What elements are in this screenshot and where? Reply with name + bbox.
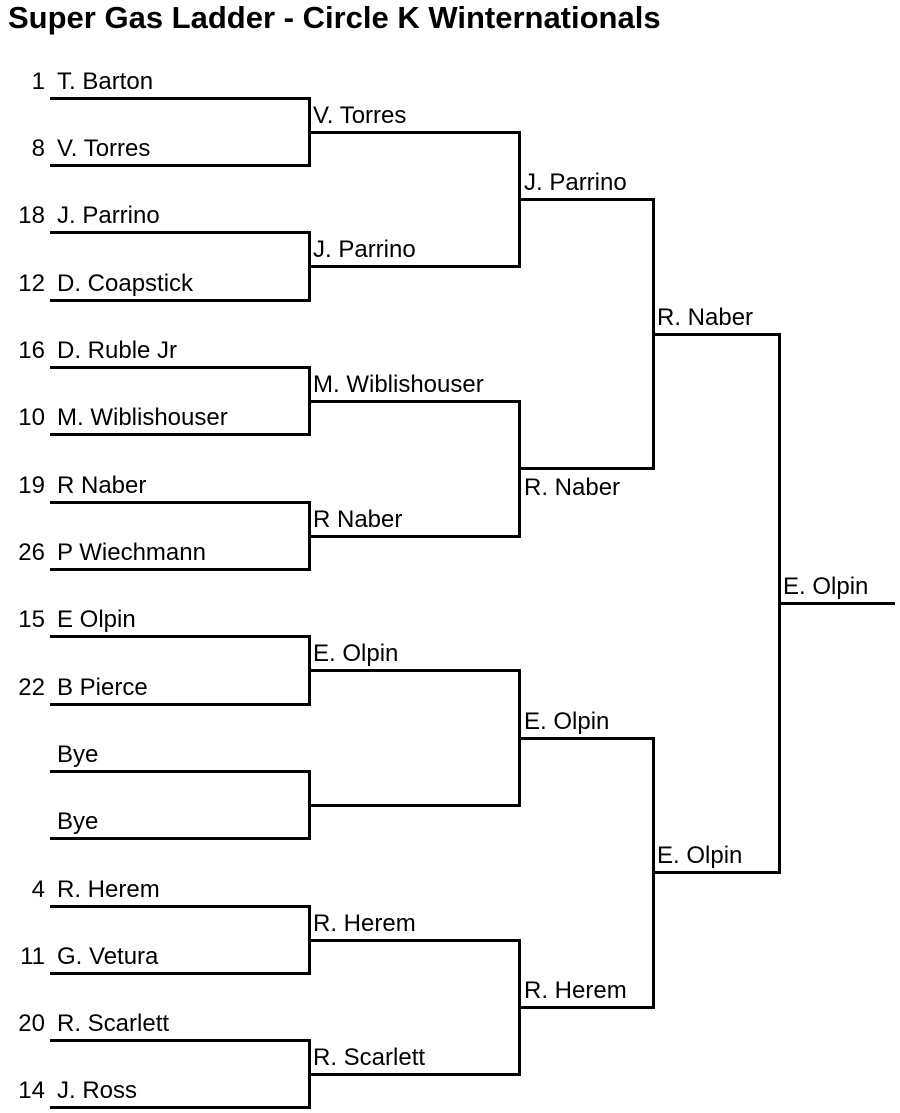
entrant-name: Bye: [57, 741, 99, 768]
winner-line: [652, 332, 778, 336]
entrant-seed: 22: [18, 674, 45, 701]
entrant-line: [50, 433, 308, 436]
entrant-seed: 1: [31, 68, 45, 95]
entrant-name: D. Ruble Jr: [57, 337, 178, 364]
round2-winner: J. Parrino: [313, 236, 416, 263]
winner-line: [518, 198, 652, 201]
entrant-name: G. Vetura: [57, 943, 159, 970]
semifinal-winner: R. Naber: [657, 303, 754, 331]
winner-line: [308, 938, 518, 942]
entrant-line: [50, 905, 308, 908]
semifinal-winner: E. Olpin: [657, 842, 743, 869]
round2-winner: R. Herem: [313, 909, 416, 937]
entrant-seed: 15: [18, 606, 45, 633]
entrant-name: R Naber: [57, 472, 147, 499]
round3-winner: J. Parrino: [524, 169, 627, 196]
entrant-name: R. Herem: [57, 876, 160, 903]
entrant-name: T. Barton: [57, 68, 154, 95]
entrant-line: [50, 635, 308, 638]
round2-winner: R. Scarlett: [313, 1043, 426, 1071]
entrant-name: Bye: [57, 808, 99, 835]
round3-winner: R. Naber: [524, 474, 621, 501]
entrant-seed: 19: [18, 472, 45, 499]
entrant-name: M. Wiblishouser: [57, 404, 228, 431]
entrant-name: D. Coapstick: [57, 270, 194, 297]
round2-winner: V. Torres: [313, 101, 407, 129]
entrant-line: [50, 703, 308, 706]
entrant-seed: 16: [18, 337, 45, 364]
winner-line: [518, 736, 652, 740]
winner-line: [308, 1072, 518, 1076]
entrant-name: V. Torres: [57, 135, 151, 162]
entrant-seed: 26: [18, 539, 45, 566]
entrant-line: [50, 1039, 308, 1042]
winner-line: [652, 871, 778, 874]
winner-line: [308, 803, 518, 807]
entrant-name: J. Parrino: [57, 202, 160, 229]
champion-line: [778, 602, 895, 605]
champion-name: E. Olpin: [783, 573, 869, 600]
entrant-seed: 10: [18, 404, 45, 431]
entrant-name: B Pierce: [57, 674, 148, 701]
round3-winner: R. Herem: [524, 976, 627, 1004]
entrant-line: [50, 164, 308, 167]
winner-line: [308, 534, 518, 538]
entrant-seed: 4: [31, 876, 45, 903]
entrant-line: [50, 231, 308, 234]
entrant-line: [50, 97, 308, 100]
entrant-seed: 11: [20, 943, 45, 970]
round3-winner: E. Olpin: [524, 707, 610, 735]
entrant-name: R. Scarlett: [57, 1010, 170, 1037]
round2-winner: R Naber: [313, 505, 403, 533]
entrant-line: [50, 366, 308, 369]
entrant-name: P Wiechmann: [57, 539, 206, 566]
entrant-seed: 8: [31, 135, 45, 162]
entrant-line: [50, 837, 308, 840]
entrant-seed: 18: [18, 202, 45, 229]
entrant-line: [50, 568, 308, 571]
entrant-seed: 20: [18, 1010, 45, 1037]
entrant-line: [50, 501, 308, 504]
entrant-line: [50, 299, 308, 302]
winner-line: [308, 399, 518, 403]
entrant-seed: 12: [18, 270, 45, 297]
winner-line: [308, 265, 518, 268]
entrant-name: E Olpin: [57, 606, 136, 633]
winner-line: [308, 130, 518, 134]
entrant-line: [50, 1106, 308, 1109]
page-title: Super Gas Ladder - Circle K Winternation…: [8, 0, 661, 35]
winner-line: [308, 669, 518, 672]
winner-line: [518, 467, 652, 470]
entrant-line: [50, 770, 308, 773]
entrant-seed: 14: [18, 1077, 45, 1104]
round2-winner: E. Olpin: [313, 640, 399, 667]
entrant-name: J. Ross: [57, 1077, 138, 1104]
winner-line: [518, 1005, 652, 1009]
entrant-line: [50, 972, 308, 975]
round2-winner: M. Wiblishouser: [313, 370, 484, 398]
